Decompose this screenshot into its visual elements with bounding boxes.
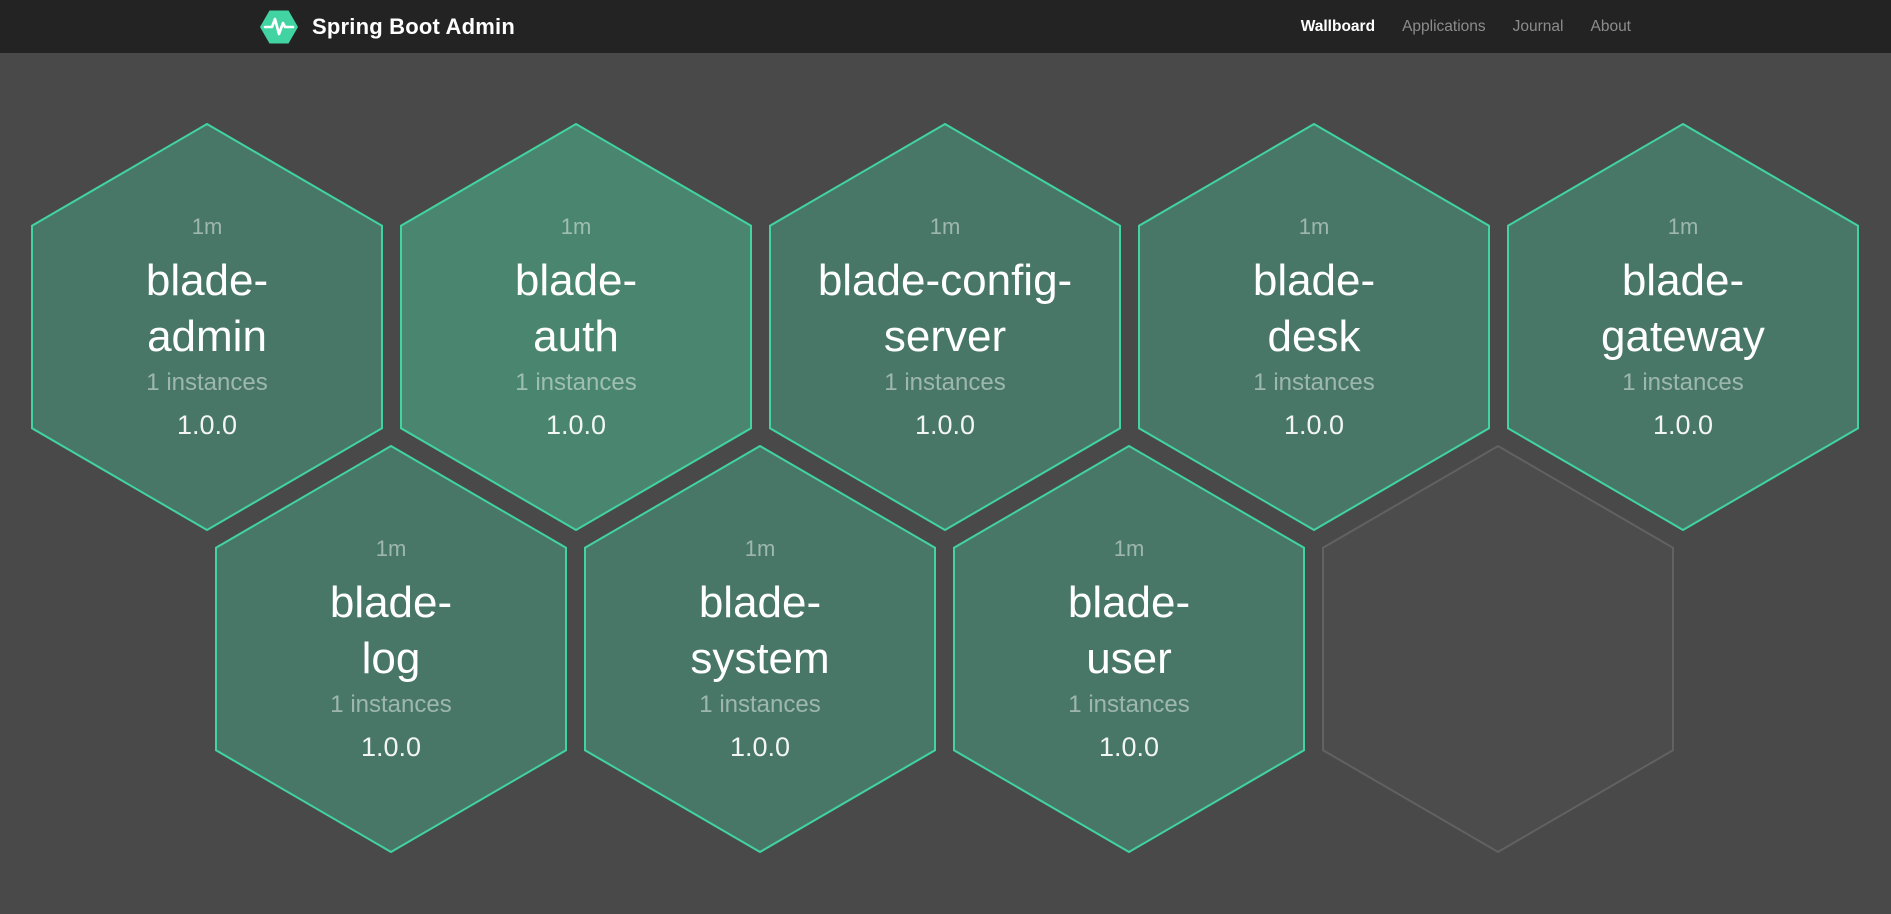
app-hexagon-blade-desk[interactable]: 1m blade-desk 1 instances 1.0.0 — [1138, 123, 1490, 531]
hexagon-content: 1m blade-gateway 1 instances 1.0.0 — [1507, 123, 1859, 531]
app-name: blade-user — [1067, 577, 1191, 683]
app-instances: 1 instances — [146, 368, 268, 396]
hexagon-shape — [769, 123, 1121, 531]
hexagon-shape — [584, 445, 936, 853]
nav-item-journal[interactable]: Journal — [1512, 17, 1564, 35]
app-instances: 1 instances — [884, 368, 1006, 396]
brand[interactable]: Spring Boot Admin — [259, 7, 515, 47]
navbar-inner: Spring Boot Admin Wallboard Applications J… — [0, 7, 1891, 47]
app-version: 1.0.0 — [1098, 731, 1160, 762]
app-uptime: 1m — [375, 535, 407, 561]
app-uptime: 1m — [1113, 535, 1145, 561]
app-name: blade-config-server — [817, 255, 1073, 361]
app-instances: 1 instances — [1622, 368, 1744, 396]
nav-item-wallboard[interactable]: Wallboard — [1300, 17, 1376, 35]
brand-title: Spring Boot Admin — [312, 13, 516, 39]
app-name: blade-log — [329, 577, 453, 683]
brand-logo-icon — [260, 10, 298, 43]
hex-row: 1m blade-log 1 instances 1.0.0 1m blade-syste… — [215, 445, 1891, 853]
hexagon-content: 1m blade-user 1 instances 1.0.0 — [953, 445, 1305, 853]
hexagon-content: 1m blade-desk 1 instances 1.0.0 — [1138, 123, 1490, 531]
app-name: blade-desk — [1252, 255, 1376, 361]
hexagon-content: 1m blade-log 1 instances 1.0.0 — [215, 445, 567, 853]
app-uptime: 1m — [191, 213, 223, 239]
app-name: blade-admin — [145, 255, 269, 361]
app-hexagon-blade-log[interactable]: 1m blade-log 1 instances 1.0.0 — [215, 445, 567, 853]
app-uptime: 1m — [929, 213, 961, 239]
app-instances: 1 instances — [330, 690, 452, 718]
app-version: 1.0.0 — [545, 409, 607, 440]
app-version: 1.0.0 — [729, 731, 791, 762]
hexagon-shape — [400, 123, 752, 531]
nav-links: Wallboard Applications Journal About — [1301, 18, 1631, 36]
hexagon-shape — [1322, 445, 1674, 853]
app-hexagon-blade-system[interactable]: 1m blade-system 1 instances 1.0.0 — [584, 445, 936, 853]
app-instances: 1 instances — [515, 368, 637, 396]
hexagon-shape — [1138, 123, 1490, 531]
empty-hexagon — [1322, 445, 1674, 853]
app-version: 1.0.0 — [360, 731, 422, 762]
app-uptime: 1m — [560, 213, 592, 239]
app-hexagon-blade-config-server[interactable]: 1m blade-config-server 1 instances 1.0.0 — [769, 123, 1121, 531]
app-version: 1.0.0 — [1652, 409, 1714, 440]
hexagon-content: 1m blade-auth 1 instances 1.0.0 — [400, 123, 752, 531]
app-hexagon-blade-user[interactable]: 1m blade-user 1 instances 1.0.0 — [953, 445, 1305, 853]
app-name: blade-system — [690, 577, 830, 683]
hexagon-content: 1m blade-system 1 instances 1.0.0 — [584, 445, 936, 853]
hexagon-shape — [215, 445, 567, 853]
app-instances: 1 instances — [1253, 368, 1375, 396]
app-version: 1.0.0 — [1283, 409, 1345, 440]
app-instances: 1 instances — [1068, 690, 1190, 718]
nav-item-about[interactable]: About — [1590, 17, 1631, 35]
app-name: blade-auth — [514, 255, 638, 361]
app-uptime: 1m — [1298, 213, 1330, 239]
app-hexagon-blade-gateway[interactable]: 1m blade-gateway 1 instances 1.0.0 — [1507, 123, 1859, 531]
navbar: Spring Boot Admin Wallboard Applications J… — [0, 0, 1891, 53]
app-hexagon-blade-admin[interactable]: 1m blade-admin 1 instances 1.0.0 — [31, 123, 383, 531]
app-name: blade-gateway — [1601, 255, 1765, 361]
wallboard: 1m blade-admin 1 instances 1.0.0 1m blade-aut… — [0, 53, 1891, 853]
hex-row: 1m blade-admin 1 instances 1.0.0 1m blade-aut… — [31, 123, 1891, 531]
app-uptime: 1m — [744, 535, 776, 561]
hexagon-shape — [1507, 123, 1859, 531]
app-version: 1.0.0 — [914, 409, 976, 440]
nav-item-applications[interactable]: Applications — [1402, 17, 1486, 35]
app-uptime: 1m — [1667, 213, 1699, 239]
hexagon-shape — [953, 445, 1305, 853]
app-instances: 1 instances — [699, 690, 821, 718]
hexagon-content: 1m blade-config-server 1 instances 1.0.0 — [769, 123, 1121, 531]
hexagon-content: 1m blade-admin 1 instances 1.0.0 — [31, 123, 383, 531]
app-hexagon-blade-auth[interactable]: 1m blade-auth 1 instances 1.0.0 — [400, 123, 752, 531]
hexagon-shape — [31, 123, 383, 531]
app-version: 1.0.0 — [176, 409, 238, 440]
